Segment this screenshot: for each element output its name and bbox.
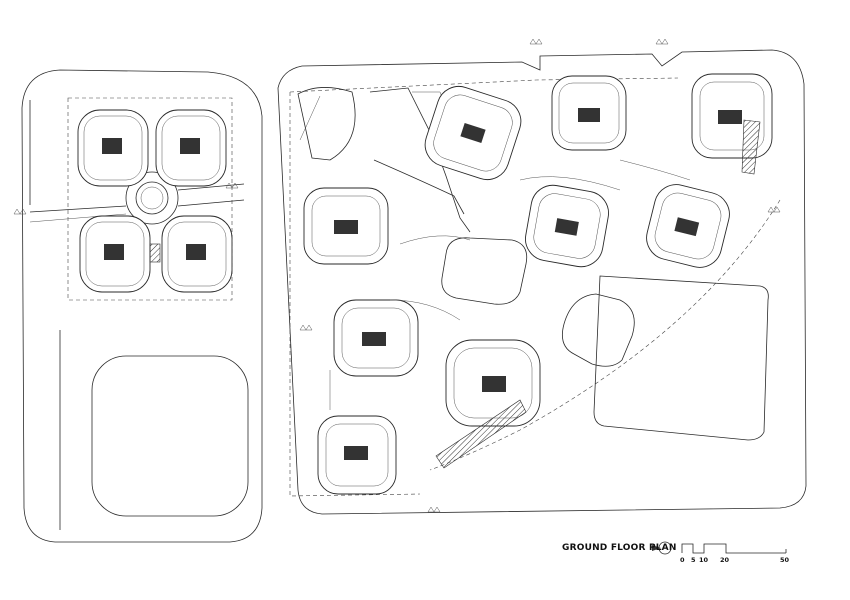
tower-h — [445, 339, 541, 427]
tower-a — [303, 187, 389, 265]
scale-tick-20: 20 — [720, 556, 730, 564]
tower-d — [691, 73, 773, 159]
entry-markers — [13, 38, 781, 513]
tower-left-bottom-right — [161, 215, 233, 293]
north-arrow-icon — [652, 541, 672, 555]
scale-tick-0: 0 — [680, 556, 685, 564]
scale-tick-10: 10 — [699, 556, 709, 564]
tower-left-top-left — [77, 109, 149, 187]
left-parcel — [21, 69, 263, 543]
tower-b — [424, 85, 522, 181]
tower-f — [646, 184, 730, 268]
scale-tick-50: 50 — [780, 556, 790, 564]
tower-e — [525, 184, 609, 268]
scale-tick-5: 5 — [691, 556, 696, 564]
right-parcel — [277, 49, 807, 515]
scale-bar — [681, 543, 787, 554]
tower-c — [551, 75, 627, 151]
tower-left-top-right — [155, 109, 227, 187]
tower-g — [333, 299, 419, 377]
tower-left-bottom-left — [79, 215, 151, 293]
tower-i — [317, 415, 397, 495]
plan-title: GROUND FLOOR PLAN — [562, 543, 677, 553]
